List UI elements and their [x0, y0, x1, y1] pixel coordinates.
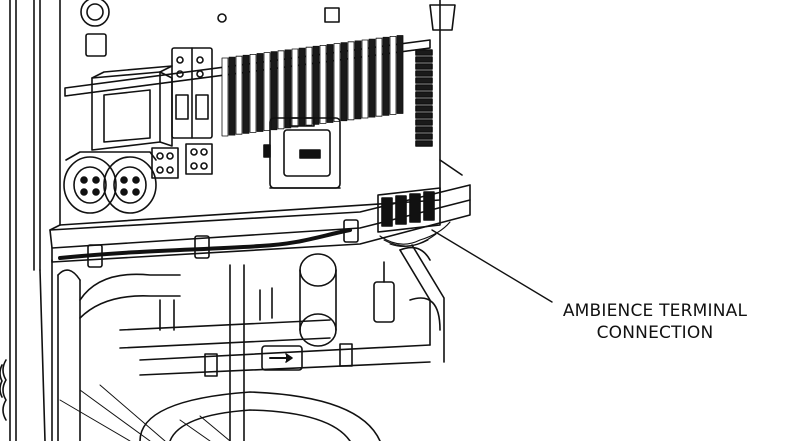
circuit-breakers [171, 47, 213, 139]
terminal-block [326, 44, 334, 123]
terminal-block [242, 54, 250, 134]
side-terminal [415, 112, 433, 119]
terminal-block [368, 38, 376, 118]
side-terminal [415, 98, 433, 105]
terminal-block-strip [221, 35, 404, 137]
side-terminal [415, 140, 433, 147]
terminal-block [396, 35, 404, 114]
side-terminal [415, 70, 433, 77]
side-terminal [415, 119, 433, 126]
side-terminal-column [415, 49, 433, 147]
callout-line-2: CONNECTION [596, 323, 714, 343]
cable-harness [58, 219, 359, 268]
terminal-block [298, 47, 306, 127]
terminal-block [389, 36, 397, 115]
side-terminal [415, 91, 433, 98]
terminal-block [333, 43, 341, 122]
side-terminal [415, 49, 433, 56]
terminal-block [361, 39, 369, 119]
capacitors [63, 151, 157, 214]
terminal-block [347, 41, 355, 121]
cabinet-frame [0, 0, 53, 441]
terminal-block [228, 56, 236, 136]
terminal-block [375, 37, 383, 117]
terminal-block [382, 36, 390, 116]
terminal-block [256, 53, 264, 132]
connector-blocks [151, 143, 213, 179]
side-terminal [415, 77, 433, 84]
terminal-block [263, 52, 271, 131]
terminal-block [340, 42, 348, 122]
terminal-block [277, 50, 285, 130]
terminal-block [291, 48, 299, 128]
contactor [263, 117, 341, 189]
side-terminal [415, 56, 433, 63]
side-terminal [415, 133, 433, 140]
side-terminal [415, 63, 433, 70]
callout-leader [431, 229, 553, 303]
callout-line-1: AMBIENCE TERMINAL [562, 301, 748, 321]
refrigerant-piping [57, 244, 445, 441]
ambience-terminal [377, 187, 451, 247]
terminal-block [235, 55, 243, 135]
side-terminal [415, 105, 433, 112]
panel-back-plate [49, 0, 471, 263]
terminal-block [305, 46, 313, 126]
ambience-terminal-callout: AMBIENCE TERMINAL CONNECTION [520, 300, 790, 344]
terminal-block [284, 49, 292, 129]
terminal-block [270, 51, 278, 131]
terminal-block [312, 45, 320, 125]
top-components [80, 0, 456, 57]
terminal-block [354, 40, 362, 120]
terminal-block [221, 57, 229, 137]
side-terminal [415, 84, 433, 91]
transformer [91, 65, 173, 151]
terminal-block [249, 54, 257, 133]
side-terminal [415, 126, 433, 133]
terminal-block [319, 45, 327, 124]
